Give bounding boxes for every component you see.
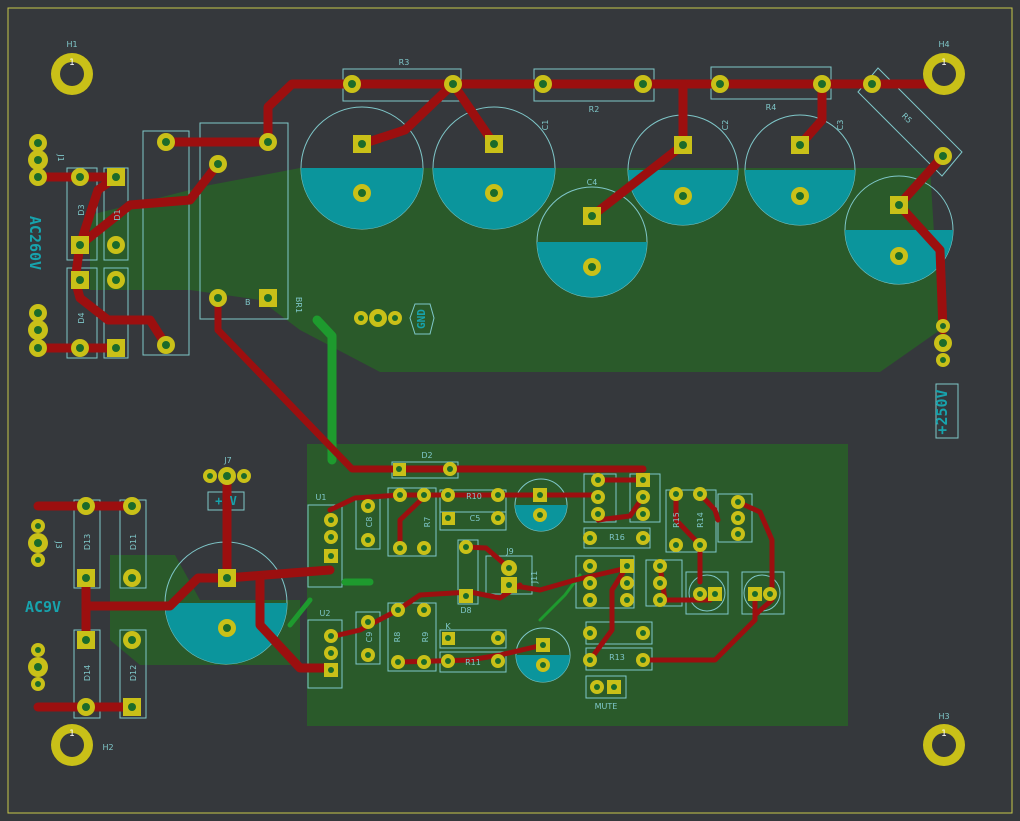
- ref-j11: J11: [530, 571, 539, 585]
- ref-r13: R13: [609, 653, 625, 662]
- ref-r3: R3: [399, 58, 410, 67]
- ref-c8: C8: [365, 517, 374, 528]
- ref-u1: U1: [316, 493, 327, 502]
- mute-label: MUTE: [595, 702, 618, 711]
- ref-d4: D4: [77, 312, 86, 323]
- ref-j3: J3: [54, 540, 63, 548]
- ac260v-label: AC260V: [26, 216, 44, 270]
- ref-d13: D13: [83, 534, 92, 550]
- ref-d11: D11: [129, 534, 138, 550]
- ref-u2: U2: [320, 609, 331, 618]
- ref-r11: R11: [465, 658, 481, 667]
- h4-pad-number: 1: [941, 58, 947, 68]
- ref-c1: C1: [541, 120, 550, 131]
- ref-d12: D12: [129, 665, 138, 681]
- h2-pad-number: 1: [69, 729, 75, 739]
- ac9v-label: AC9V: [25, 598, 61, 616]
- h1-ref: H1: [66, 40, 77, 49]
- ref-r16: R16: [609, 533, 625, 542]
- ref-r10: R10: [466, 492, 482, 501]
- ref-r4: R4: [766, 103, 777, 112]
- component-pads: [28, 75, 952, 716]
- h1-pad-number: 1: [69, 58, 75, 68]
- capacitor-c5-large: [744, 114, 856, 226]
- ref-j9: J9: [505, 547, 513, 556]
- ref-c5: C5: [470, 514, 481, 523]
- mounting-hole-h2: 1 H2: [51, 724, 114, 766]
- mounting-hole-h4: 1 H4: [923, 40, 965, 95]
- ref-d8: D8: [460, 606, 471, 615]
- ref-c9: C9: [365, 632, 374, 643]
- mounting-hole-h1: 1 H1: [51, 40, 93, 95]
- ref-c3: C3: [836, 120, 845, 131]
- b-pin-label: B: [245, 298, 251, 307]
- ref-k: K: [445, 622, 451, 631]
- ref-r14: R14: [696, 512, 705, 528]
- ref-br1: BR1: [294, 297, 303, 313]
- j7-polarity-mark: + V: [215, 494, 237, 508]
- h2-ref: H2: [102, 743, 113, 752]
- board-edge: [7, 7, 1013, 814]
- ref-r2: R2: [589, 105, 600, 114]
- h3-pad-number: 1: [941, 729, 947, 739]
- ref-r8: R8: [393, 632, 402, 643]
- ref-d3: D3: [77, 204, 86, 215]
- ref-r9: R9: [421, 632, 430, 643]
- mounting-hole-h3: 1 H3: [923, 712, 965, 766]
- ref-d14: D14: [83, 665, 92, 681]
- ref-d1: D1: [113, 209, 122, 220]
- ref-c4: C4: [587, 178, 598, 187]
- ref-j1: J1: [56, 153, 65, 161]
- ref-r5: R5: [900, 111, 914, 125]
- ref-r7: R7: [423, 517, 432, 528]
- gnd-label: GND: [415, 309, 428, 329]
- lower-copper-zone: [307, 444, 848, 726]
- upper-copper-zone: [90, 168, 940, 372]
- ref-r15: R15: [672, 512, 681, 528]
- capacitor-c2: [432, 106, 556, 230]
- ref-c2: C2: [721, 120, 730, 131]
- h3-ref: H3: [938, 712, 949, 721]
- plus-250v-label: +250V: [933, 389, 951, 434]
- ref-d2: D2: [421, 451, 432, 460]
- h4-ref: H4: [938, 40, 949, 49]
- ref-j7: J7: [223, 456, 231, 465]
